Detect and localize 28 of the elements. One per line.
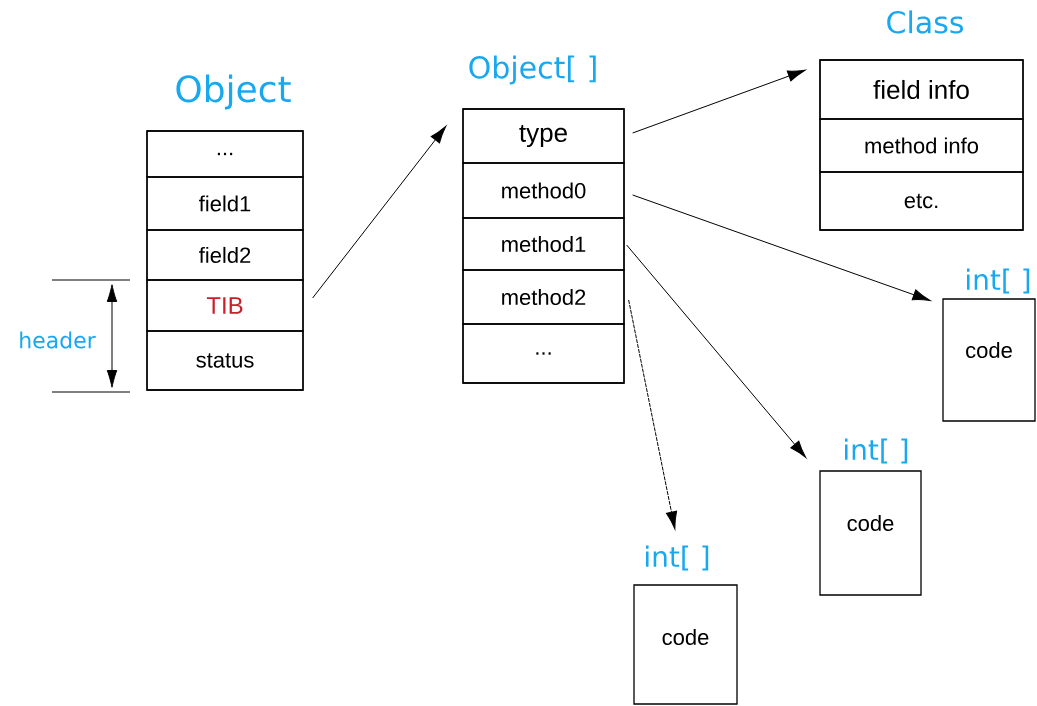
block-heading: Class bbox=[887, 10, 963, 34]
field-cell: etc. bbox=[819, 171, 1024, 231]
field-cell: TIB bbox=[146, 279, 304, 332]
array-box: code bbox=[942, 298, 1036, 422]
array-box: code bbox=[819, 470, 922, 596]
array-heading: int[ ] bbox=[646, 545, 709, 571]
field-cell: field2 bbox=[146, 229, 304, 281]
field-cell: method0 bbox=[462, 162, 625, 219]
arrow bbox=[632, 69, 806, 134]
array-heading: int[ ] bbox=[967, 268, 1030, 294]
arrow bbox=[628, 299, 678, 530]
field-cell: field info bbox=[819, 59, 1024, 120]
block-heading: Object[ ] bbox=[469, 55, 596, 85]
block-heading: Object bbox=[176, 74, 291, 110]
field-cell: type bbox=[462, 108, 625, 164]
arrow bbox=[626, 244, 807, 458]
field-cell: method1 bbox=[462, 217, 625, 271]
field-cell: status bbox=[146, 330, 304, 391]
array-box: code bbox=[633, 584, 738, 705]
field-cell: method info bbox=[819, 118, 1024, 173]
field-cell: field1 bbox=[146, 176, 304, 231]
field-cell: method2 bbox=[462, 269, 625, 325]
arrow bbox=[632, 194, 931, 301]
field-cell: ... bbox=[462, 323, 625, 384]
arrow bbox=[312, 125, 447, 299]
array-heading: int[ ] bbox=[845, 438, 908, 464]
field-cell: ... bbox=[146, 130, 304, 178]
dimension-label: header bbox=[17, 330, 97, 350]
